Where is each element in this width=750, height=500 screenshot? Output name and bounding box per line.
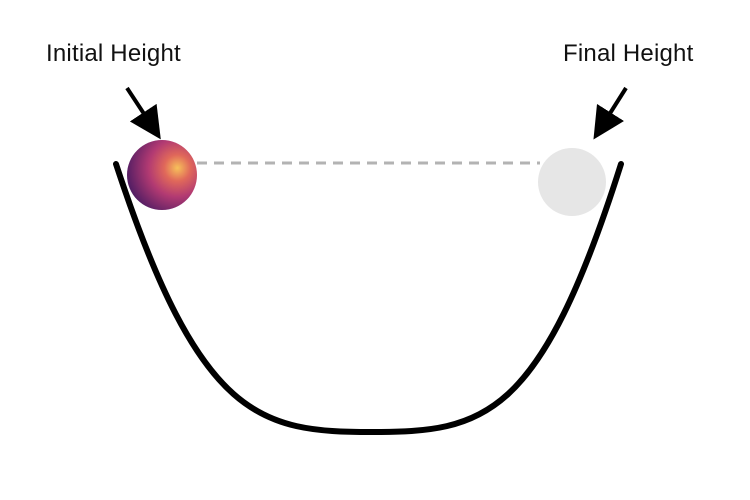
- final-height-label: Final Height: [563, 40, 694, 67]
- initial-height-label: Initial Height: [46, 40, 181, 67]
- ball-final-ghost: [538, 148, 606, 216]
- ball-initial: [127, 140, 197, 210]
- initial-arrow: [125, 86, 161, 140]
- curved-track: [113, 161, 624, 436]
- final-arrow: [593, 86, 628, 140]
